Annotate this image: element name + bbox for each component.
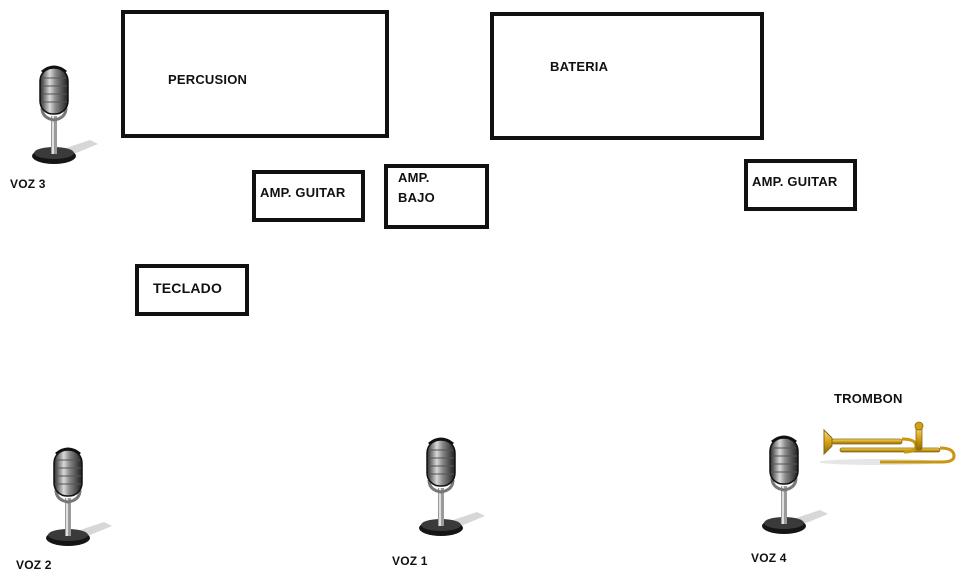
amp-guitar-left-label: AMP. GUITAR [260,185,346,200]
percusion-label: PERCUSION [168,72,248,87]
voz3-label: VOZ 3 [10,177,46,191]
microphone-icon [34,440,114,550]
amp-guitar-right-box [744,159,857,211]
voz2-label: VOZ 2 [16,558,52,572]
bateria-area [490,12,764,140]
teclado-box [135,264,249,316]
voz1-label: VOZ 1 [392,554,428,568]
microphone-icon [407,430,487,540]
amp-bajo-box [384,164,489,229]
trombon-label: TROMBON [834,391,903,406]
amp-guitar-left-box [252,170,365,222]
trombone-icon [820,418,956,466]
teclado-label: TECLADO [153,280,223,296]
amp-guitar-right-label: AMP. GUITAR [752,174,838,189]
percusion-area [121,10,389,138]
amp-bajo-label-line2: BAJO [398,190,435,205]
microphone-icon [20,58,100,168]
voz4-label: VOZ 4 [751,551,787,565]
bateria-label: BATERIA [550,59,609,74]
amp-bajo-label-line1: AMP. [398,170,430,185]
microphone-icon [750,428,830,538]
